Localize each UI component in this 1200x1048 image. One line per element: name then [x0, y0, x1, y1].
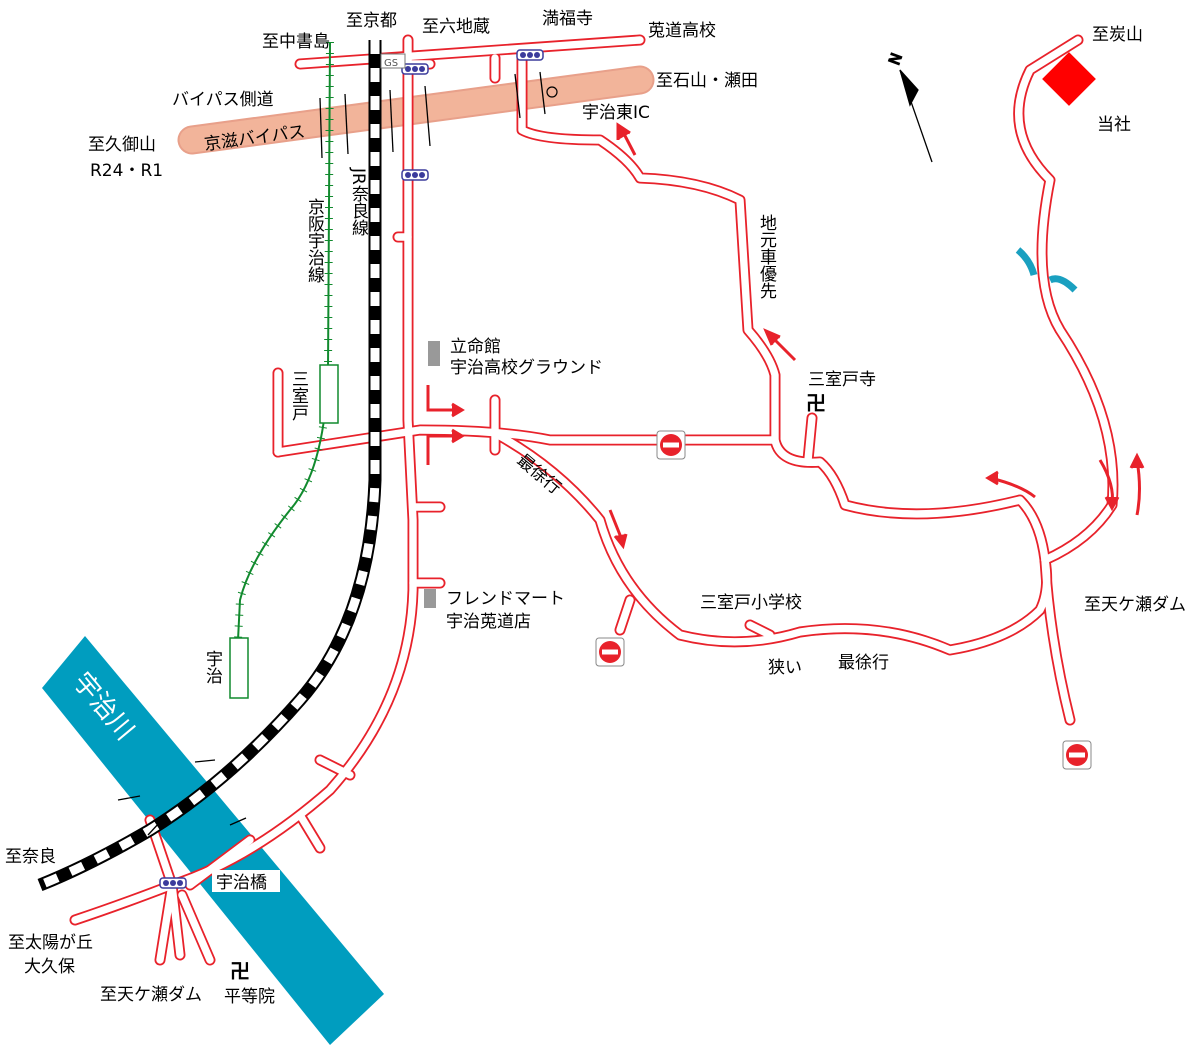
uji-river [42, 636, 384, 1045]
label-mimurodo-school: 三室戸小学校 [700, 593, 802, 613]
label-to-ishiyama: 至石山・瀬田 [656, 71, 758, 91]
label-to-amagase-dam-2: 至天ケ瀬ダム [100, 985, 202, 1005]
label-to-rokujizo: 至六地蔵 [422, 17, 490, 37]
label-uji-higashi-ic: 宇治東IC [582, 103, 650, 123]
label-todo-high: 莵道高校 [648, 21, 716, 41]
label-to-kyoto: 至京都 [346, 11, 397, 31]
label-saijokou-2: 最徐行 [838, 653, 889, 673]
interchange-icon [546, 86, 558, 98]
label-keihan-uji-line: 京阪宇治線 [304, 198, 325, 283]
gas-station-marker [380, 53, 406, 69]
label-manpukuji: 満福寺 [542, 9, 593, 29]
label-to-nakashojima: 至中書島 [262, 32, 330, 52]
river-bridges [117, 759, 247, 836]
no-entry-icon [595, 637, 625, 667]
label-our-company: 当社 [1097, 115, 1131, 135]
label-mimurodo-station: 三室戸 [288, 370, 309, 421]
label-to-nara: 至奈良 [5, 847, 56, 867]
label-r24: R24・R1 [90, 161, 163, 181]
label-to-taiyogaoka-2: 大久保 [24, 957, 75, 977]
label-mimurotoji: 三室戸寺 [808, 370, 876, 390]
tunnel-icon [1015, 247, 1078, 293]
label-to-amagase-dam-1: 至天ケ瀬ダム [1084, 595, 1186, 615]
label-friendmart-2: 宇治莵道店 [446, 612, 531, 632]
jr-nara-line [37, 40, 382, 892]
traffic-signal-icon [401, 63, 429, 75]
label-local-car-priority: 地元車優先 [756, 214, 777, 299]
north-arrow-icon: N [885, 50, 933, 163]
label-narrow: 狭い [768, 658, 802, 678]
label-uji-station: 宇治 [202, 650, 223, 684]
label-jr-nara-line: JR奈良線 [348, 167, 369, 236]
gas-station-label: GS [384, 58, 398, 69]
label-byodoin: 平等院 [224, 987, 275, 1007]
friendmart-marker [424, 589, 436, 608]
temple-icon: 卍 [230, 959, 250, 983]
label-to-sumiyama: 至炭山 [1092, 25, 1143, 45]
uji-bridge-label-bg [212, 870, 280, 892]
label-friendmart-1: フレンドマート [446, 589, 565, 609]
mimurodo-station-box [319, 364, 339, 424]
temple-icon: 卍 [806, 391, 826, 415]
roads-inner [71, 36, 1117, 964]
ritsumeikan-marker [428, 341, 440, 366]
keiji-bypass [177, 65, 655, 155]
label-ritsumeikan-2: 宇治高校グラウンド [450, 358, 603, 378]
traffic-signal-icon [401, 169, 429, 181]
label-ritsumeikan-1: 立命館 [450, 337, 501, 357]
bypass-bridges [319, 71, 546, 159]
label-uji-bridge: 宇治橋 [216, 873, 267, 893]
traffic-signal-icon [159, 877, 187, 889]
label-to-taiyogaoka-1: 至太陽が丘 [8, 933, 93, 953]
no-entry-icon [656, 430, 686, 460]
traffic-signal-icon [516, 49, 544, 61]
label-to-kumiyama: 至久御山 [88, 135, 156, 155]
no-entry-icon [1062, 740, 1092, 770]
label-bypass-side: バイパス側道 [172, 90, 274, 110]
uji-station-box [229, 637, 249, 699]
svg-text:N: N [885, 51, 906, 68]
direction-arrows [426, 122, 1145, 550]
